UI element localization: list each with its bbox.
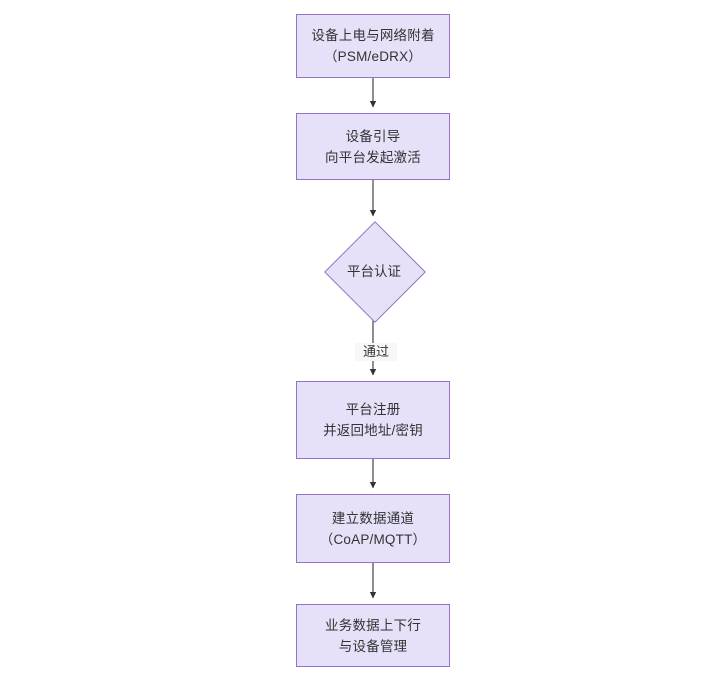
node-platform-auth[interactable]: 平台认证 bbox=[324, 221, 426, 323]
node-bootstrap-line2: 向平台发起激活 bbox=[325, 149, 421, 165]
node-platform-auth-label: 平台认证 bbox=[347, 263, 401, 279]
node-platform-register-line2: 并返回地址/密钥 bbox=[323, 423, 423, 438]
node-data-channel-line2: （CoAP/MQTT） bbox=[319, 531, 427, 547]
node-power-on-line1: 设备上电与网络附着 bbox=[311, 28, 435, 43]
node-data-channel[interactable]: 建立数据通道 （CoAP/MQTT） bbox=[296, 494, 450, 563]
node-data-channel-line1: 建立数据通道 bbox=[331, 510, 415, 526]
node-platform-register-line1: 平台注册 bbox=[345, 402, 401, 417]
node-business-data-line1: 业务数据上下行 bbox=[325, 617, 421, 633]
edge-label-pass: 通过 bbox=[355, 343, 397, 361]
node-bootstrap-line1: 设备引导 bbox=[345, 128, 401, 144]
node-business-data[interactable]: 业务数据上下行 与设备管理 bbox=[296, 604, 450, 667]
node-bootstrap[interactable]: 设备引导 向平台发起激活 bbox=[296, 113, 450, 180]
node-power-on[interactable]: 设备上电与网络附着 （PSM/eDRX） bbox=[296, 14, 450, 78]
node-platform-register[interactable]: 平台注册 并返回地址/密钥 bbox=[296, 381, 450, 459]
node-business-data-line2: 与设备管理 bbox=[338, 638, 408, 654]
node-power-on-line2: （PSM/eDRX） bbox=[323, 49, 423, 64]
